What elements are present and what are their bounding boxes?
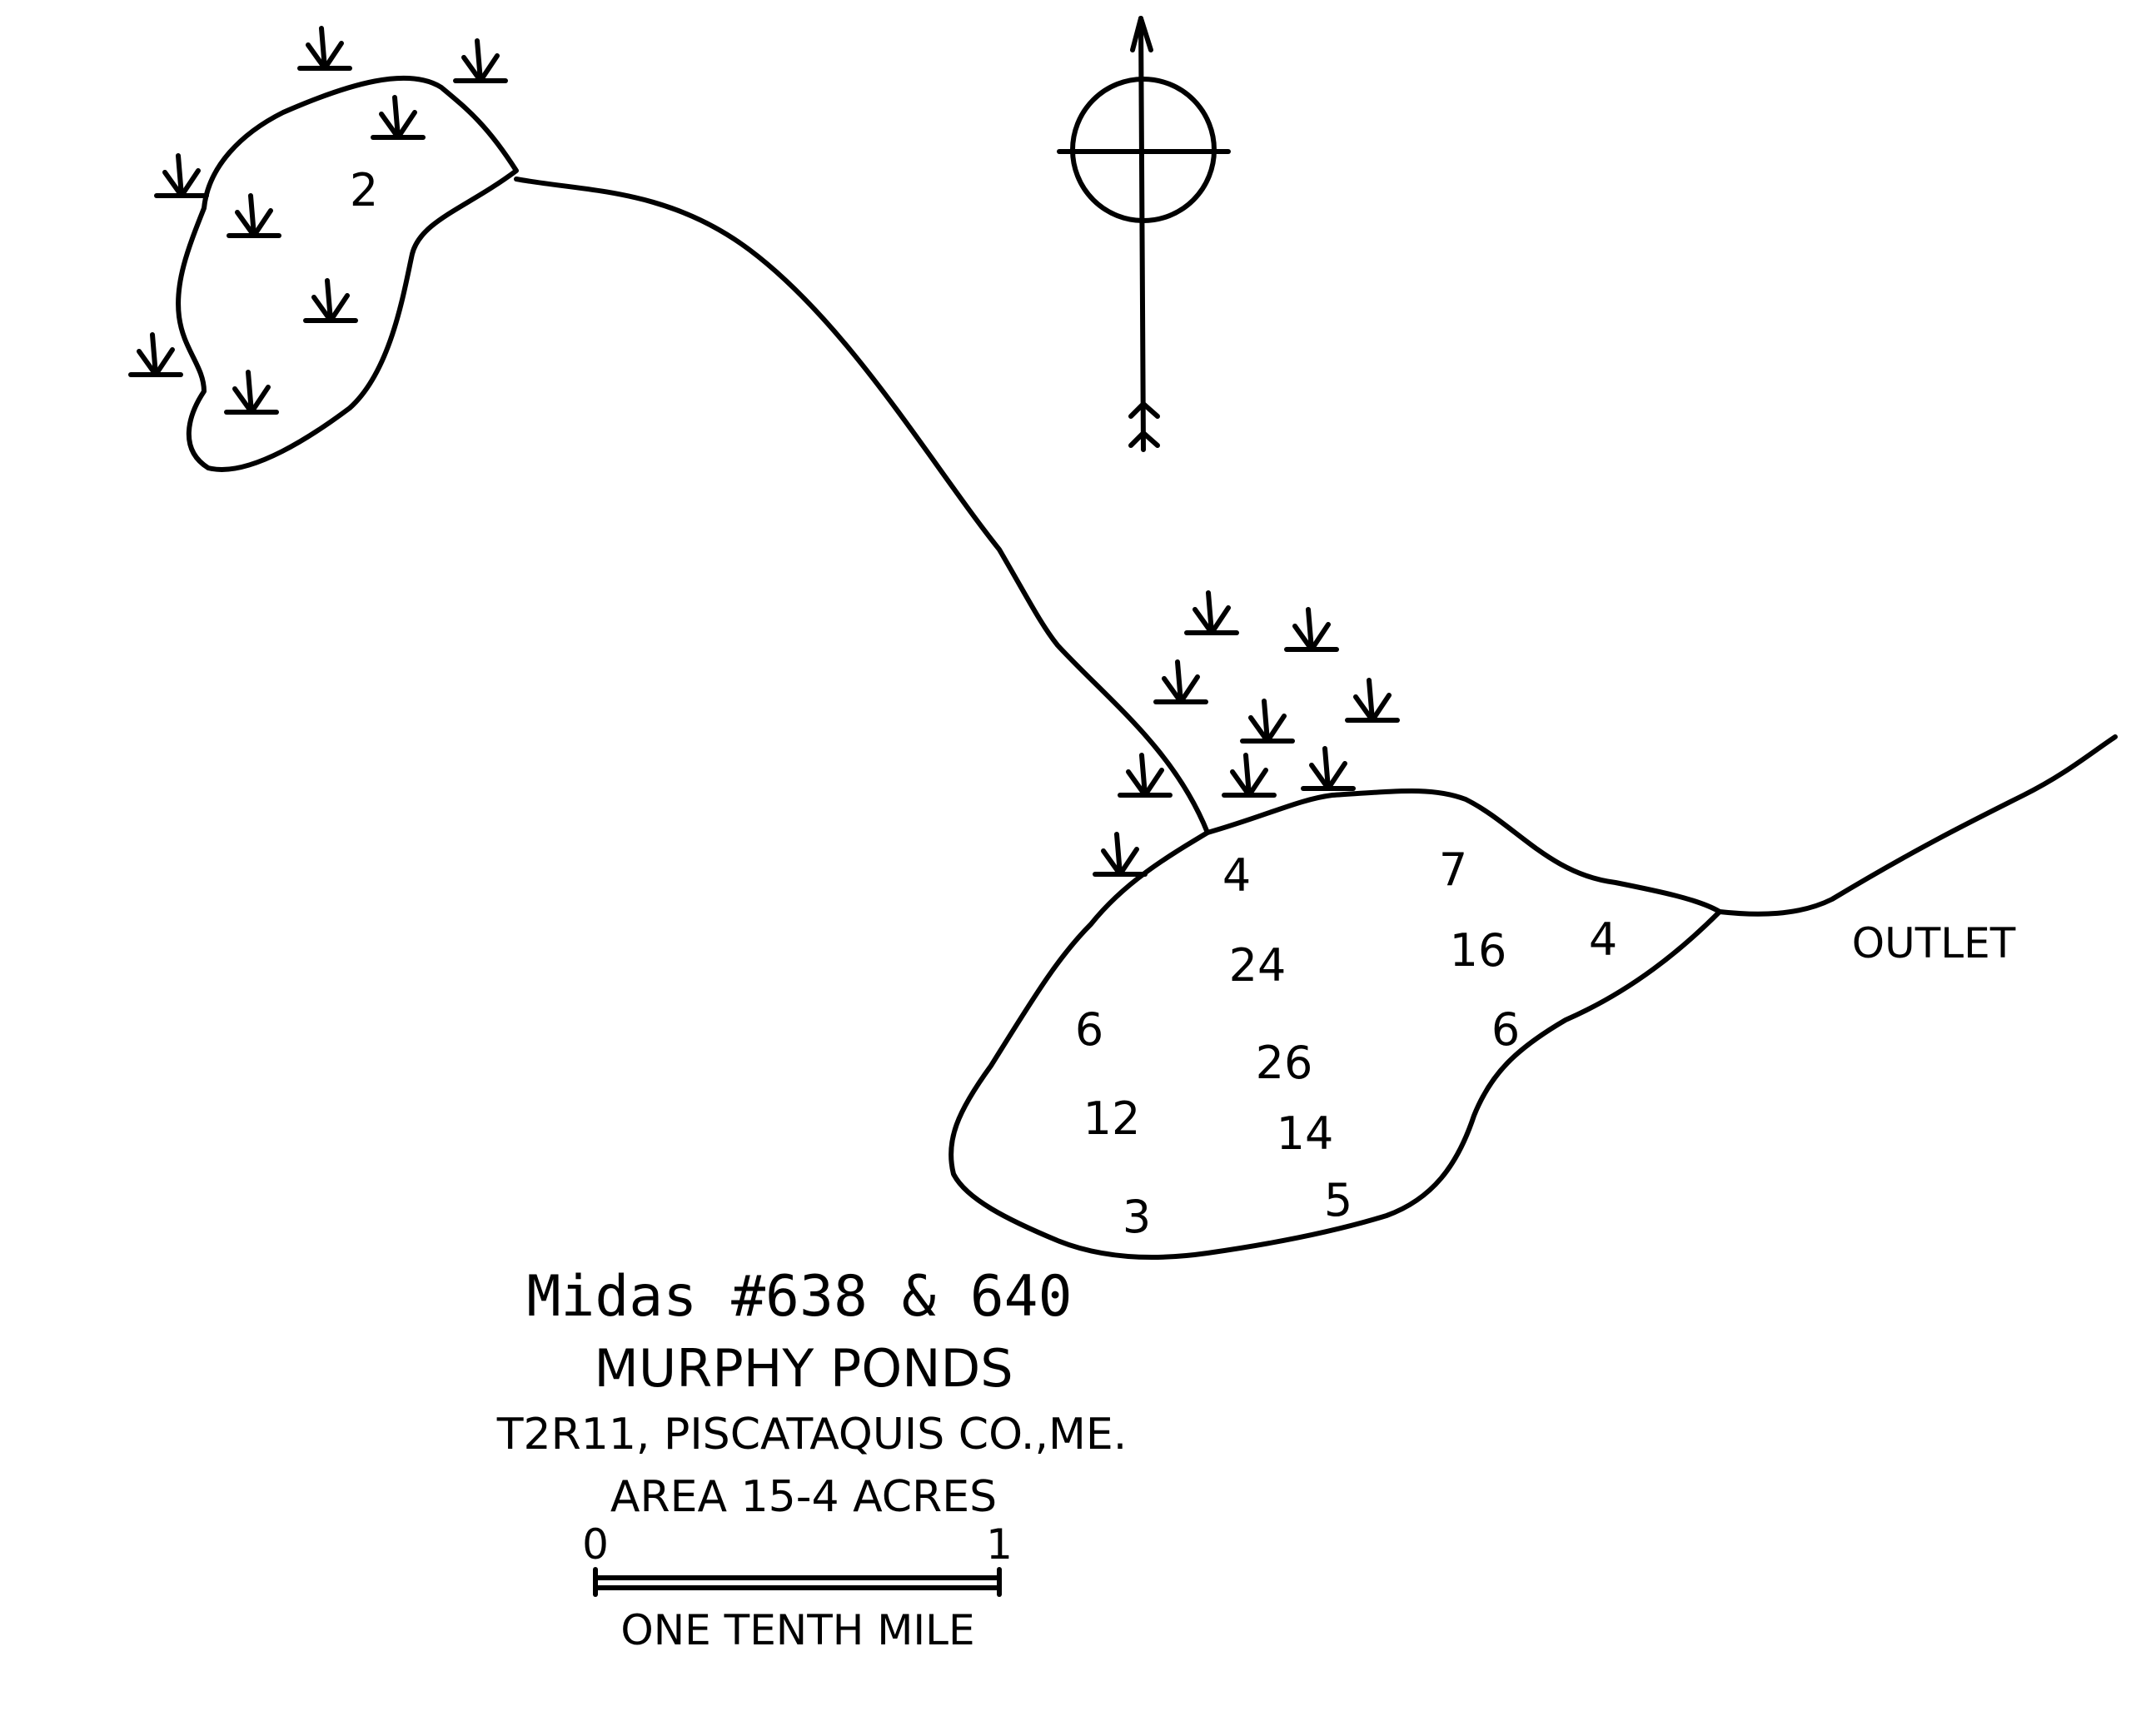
depth-label: 3 <box>1123 1191 1151 1243</box>
depth-label: 2 <box>350 164 378 216</box>
marsh-grass-icon <box>229 196 279 236</box>
marsh-grass-icon <box>300 28 350 68</box>
marsh-grass-icon <box>1120 755 1170 795</box>
depth-label: 26 <box>1256 1037 1313 1089</box>
depth-label: 24 <box>1229 939 1287 992</box>
marsh-grass-icon <box>227 372 276 412</box>
map-code: Midas #638 & 640 <box>526 1264 1072 1330</box>
marsh-grass-icon <box>1347 680 1397 720</box>
marsh-grass-icon <box>1242 701 1292 741</box>
depth-label: 4 <box>1222 849 1251 902</box>
marsh-grass-icon <box>131 335 181 375</box>
marsh-grass-icon <box>1156 662 1206 702</box>
map-title: MURPHY PONDS <box>594 1338 1013 1399</box>
outlet-stream <box>1717 734 2118 917</box>
marsh-grass-icon <box>1303 749 1353 788</box>
marsh-grass-icon <box>157 156 207 196</box>
scale-start-label: 0 <box>582 1520 609 1569</box>
depth-label: 16 <box>1450 924 1507 977</box>
depth-label: 4 <box>1589 913 1617 966</box>
marsh-grass-icon <box>373 97 423 137</box>
marsh-grass-icon <box>1187 593 1237 633</box>
marsh-grass-icon <box>306 281 356 321</box>
lower-pond-shoreline <box>949 788 1722 1260</box>
upper-pond-shoreline <box>176 75 519 472</box>
depth-label: 7 <box>1439 843 1467 896</box>
scale-end-label: 1 <box>986 1520 1013 1569</box>
north-arrow-icon <box>1057 16 1231 452</box>
map-area: AREA 15-4 ACRES <box>610 1472 997 1522</box>
marsh-grass-icon <box>1224 755 1274 795</box>
depth-label: 14 <box>1277 1107 1334 1160</box>
depth-label: 12 <box>1083 1092 1141 1145</box>
marsh-grass-icon <box>1095 834 1145 874</box>
connecting-stream <box>514 177 1210 835</box>
marsh-grass-icon <box>456 41 505 81</box>
depth-label: 5 <box>1324 1174 1352 1226</box>
depth-label: 6 <box>1075 1003 1103 1056</box>
scale-caption: ONE TENTH MILE <box>620 1606 974 1654</box>
map-location: T2R11, PISCATAQUIS CO.,ME. <box>496 1410 1127 1460</box>
marsh-grass-icon <box>1287 609 1337 649</box>
outlet-label: OUTLET <box>1852 919 2016 967</box>
depth-label: 6 <box>1491 1003 1520 1056</box>
marsh-symbols <box>131 28 1397 874</box>
scale-bar: 0 1 ONE TENTH MILE <box>582 1520 1013 1654</box>
